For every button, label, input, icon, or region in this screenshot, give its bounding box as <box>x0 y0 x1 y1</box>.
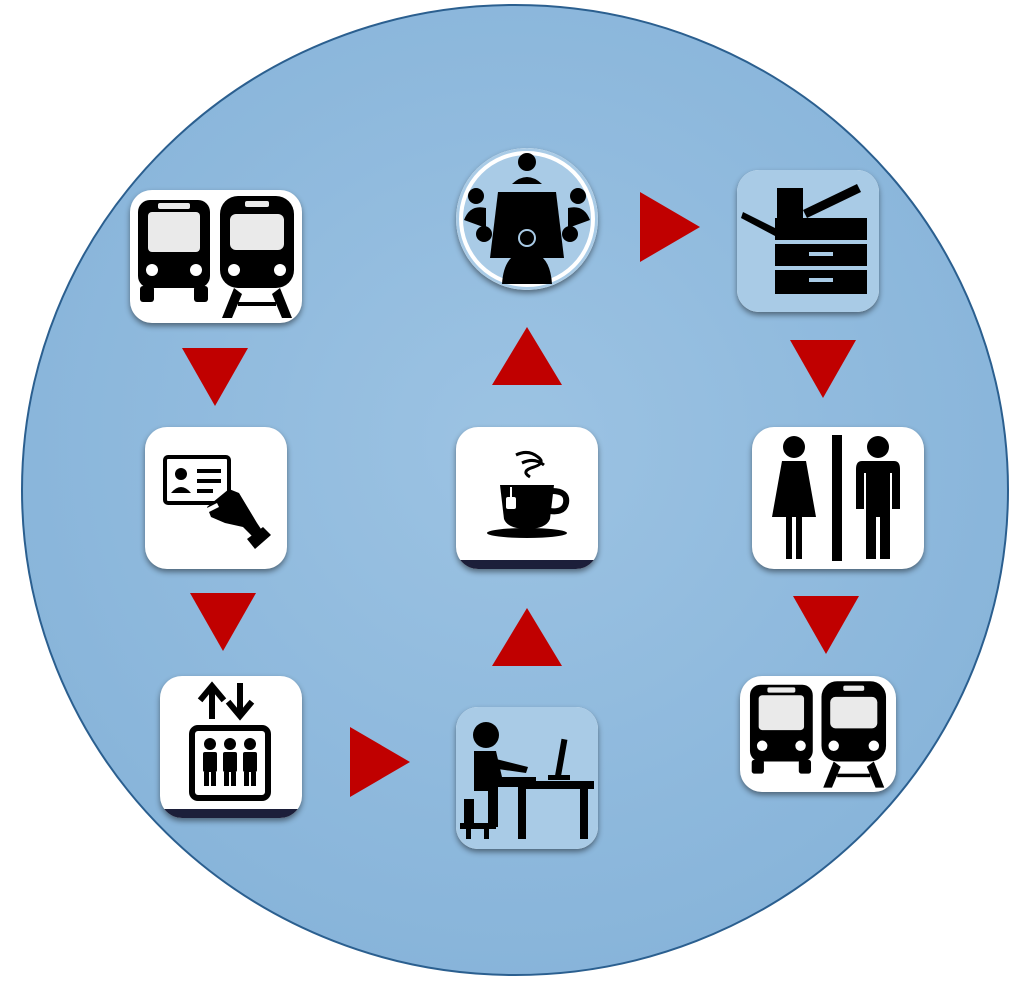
commute-home-tile <box>740 676 896 792</box>
bus-train-icon <box>138 196 294 318</box>
computer-desk-icon <box>456 707 598 849</box>
commute-start-tile <box>130 190 302 323</box>
restroom-icon <box>772 435 900 561</box>
meeting-table-icon <box>456 148 598 290</box>
photocopier-icon <box>737 170 879 312</box>
stock-watermark-strip <box>160 809 302 818</box>
arrow-desk-to-coffee <box>492 608 562 666</box>
stock-watermark-strip <box>456 560 598 569</box>
arrow-copier-to-restroom <box>790 340 856 398</box>
arrow-restroom-to-commute <box>793 596 859 654</box>
arrow-badge-to-elevator <box>190 593 256 651</box>
elevator-tile <box>160 676 302 818</box>
badge-in-tile <box>145 427 287 569</box>
copier-tile <box>737 170 879 312</box>
coffee-break-tile <box>456 427 598 569</box>
meeting-tile <box>456 148 598 290</box>
arrow-coffee-to-meeting <box>492 327 562 385</box>
desk-work-tile <box>456 707 598 849</box>
bus-train-icon <box>749 681 887 788</box>
coffee-cup-icon <box>487 450 570 538</box>
restroom-tile <box>752 427 924 569</box>
arrow-elevator-to-desk <box>350 727 410 797</box>
arrow-commute-to-badge <box>182 348 248 406</box>
id-card-hand-icon <box>163 455 271 549</box>
arrow-meeting-to-copier <box>640 192 700 262</box>
elevator-icon <box>189 681 271 801</box>
